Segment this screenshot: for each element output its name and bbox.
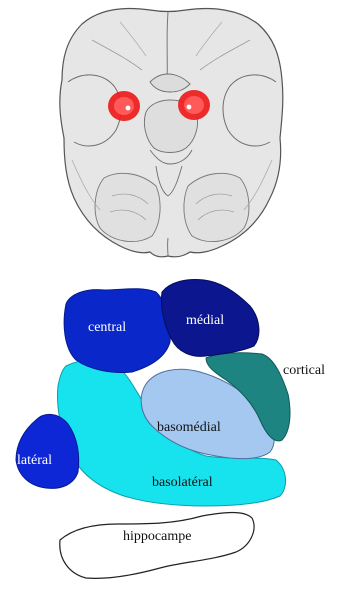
amygdala-nuclei: central médial cortical basomédial latér… <box>16 280 325 579</box>
hippocampe-region <box>60 513 254 579</box>
medial-label: médial <box>186 313 224 328</box>
lateral-label: latéral <box>17 453 52 468</box>
amygdala-highlight-left <box>108 91 140 121</box>
central-label: central <box>88 320 126 335</box>
cortical-label: cortical <box>283 363 325 378</box>
brain-ventral-view <box>60 9 283 257</box>
basomedial-label: basomédial <box>157 420 221 435</box>
amygdala-highlight-right <box>178 90 210 120</box>
cerebellum-right <box>184 173 249 241</box>
hippocampe-label: hippocampe <box>123 529 191 544</box>
basolateral-label: basolatéral <box>152 475 213 490</box>
lateral-region <box>16 414 79 488</box>
cerebellum-left <box>95 173 160 241</box>
